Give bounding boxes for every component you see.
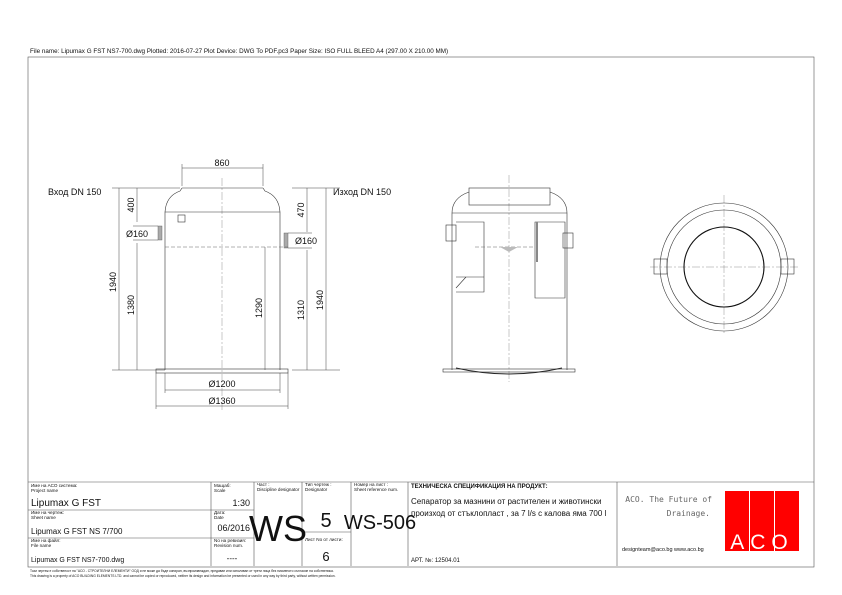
title-block: Име на АСО система: Project name Lipumax… bbox=[31, 482, 799, 564]
dim-water-level: 1290 bbox=[254, 298, 264, 318]
scale-value: 1:30 bbox=[232, 498, 250, 508]
revision-label-bg: No на ревизия: bbox=[214, 538, 246, 543]
designator-value: 5 bbox=[320, 510, 331, 532]
dim-neck-width: 860 bbox=[214, 158, 229, 168]
article-number: АРТ. №: 12504.01 bbox=[411, 557, 461, 564]
spec-line2: произход от стъклопласт , за 7 l/s с кал… bbox=[411, 509, 607, 518]
dim-outlet-height: 1310 bbox=[296, 300, 306, 320]
sheet-ref-value: WS-506 bbox=[344, 512, 416, 534]
title-block-grid bbox=[28, 481, 814, 566]
inlet-pipe bbox=[157, 225, 163, 241]
file-name: Lipumax G FST NS7-700.dwg bbox=[31, 557, 124, 564]
dim-total-right: 1940 bbox=[315, 290, 325, 310]
project-label-en: Project name bbox=[31, 488, 59, 493]
logo-text: ACO bbox=[730, 531, 794, 554]
dim-outlet-top: 470 bbox=[296, 202, 306, 217]
date-value: 06/2016 bbox=[217, 523, 250, 533]
marker-box bbox=[177, 214, 186, 223]
revision-value: ---- bbox=[227, 554, 238, 563]
sheet-border bbox=[27, 56, 815, 568]
contact-info: designteam@aco.bg www.aco.bg bbox=[622, 547, 704, 553]
outlet-pipe bbox=[283, 232, 289, 249]
sheet-ref-label-bg: Номер на лист : bbox=[354, 482, 388, 487]
designator-label-bg: Тип чертеж : bbox=[305, 482, 332, 487]
sheet-name: Lipumax G FST NS 7/700 bbox=[31, 527, 123, 536]
sheet-ref-label-en: Sheet reference num. bbox=[354, 487, 398, 492]
date-label-bg: Дата: bbox=[214, 510, 225, 515]
dim-inlet-top: 400 bbox=[126, 197, 136, 212]
project-name: Lipumax G FST bbox=[31, 498, 101, 509]
plot-info: File name: Lipumax G FST NS7-700.dwg Plo… bbox=[30, 48, 448, 55]
slogan-line1: ACO. The Future of bbox=[625, 495, 712, 504]
dim-total-left: 1940 bbox=[108, 272, 118, 292]
dim-inlet-height: 1380 bbox=[126, 295, 136, 315]
dim-outlet-pipe: Ø160 bbox=[295, 236, 317, 246]
sheet-label-en: Sheet name bbox=[31, 515, 56, 520]
section-view bbox=[442, 175, 576, 382]
scale-label-bg: Мащаб: bbox=[214, 483, 231, 488]
spec-line1: Сепаратор за мазнини от растителен и жив… bbox=[411, 497, 601, 506]
slogan-line2: Drainage. bbox=[667, 509, 710, 518]
revision-label-en: Revision num. bbox=[214, 543, 243, 548]
plan-view bbox=[650, 195, 800, 335]
base-plate bbox=[155, 368, 289, 374]
tank-body bbox=[164, 187, 281, 370]
inlet-label: Вход DN 150 bbox=[48, 187, 101, 197]
copyright-bg: Този чертеж е собственост на "АСО - СТРО… bbox=[30, 569, 334, 573]
file-label-bg: Име на файл: bbox=[31, 537, 61, 543]
sheet-count-label: Лист No от листи: bbox=[305, 537, 343, 542]
file-label-en: File name bbox=[31, 543, 52, 548]
project-label-bg: Име на АСО система: bbox=[31, 483, 77, 488]
copyright-en: This drawing is a property of ACO BUILDI… bbox=[30, 574, 336, 578]
discipline-label-en: Discipline designator bbox=[257, 487, 300, 492]
spec-title: ТЕХНИЧЕСКА СПЕЦИФИКАЦИЯ НА ПРОДУКТ: bbox=[411, 484, 548, 490]
discipline-value: WS bbox=[249, 508, 307, 549]
scale-label-en: Scale bbox=[214, 488, 226, 493]
sheet-count-value: 6 bbox=[322, 549, 329, 564]
dim-base-diameter: Ø1360 bbox=[208, 396, 235, 406]
discipline-label-bg: Част : bbox=[257, 482, 270, 487]
outlet-label: Изход DN 150 bbox=[333, 187, 391, 197]
designator-label-en: Designator bbox=[305, 487, 328, 492]
front-view: 860 Вход DN 150 Изход DN 150 Ø160 Ø160 4… bbox=[48, 158, 391, 412]
dim-body-diameter: Ø1200 bbox=[208, 379, 235, 389]
aco-logo: ACO bbox=[725, 491, 799, 554]
date-label-en: Date bbox=[214, 515, 224, 520]
dim-inlet-pipe: Ø160 bbox=[126, 229, 148, 239]
sheet-label-bg: Име на чертеж: bbox=[31, 510, 64, 515]
